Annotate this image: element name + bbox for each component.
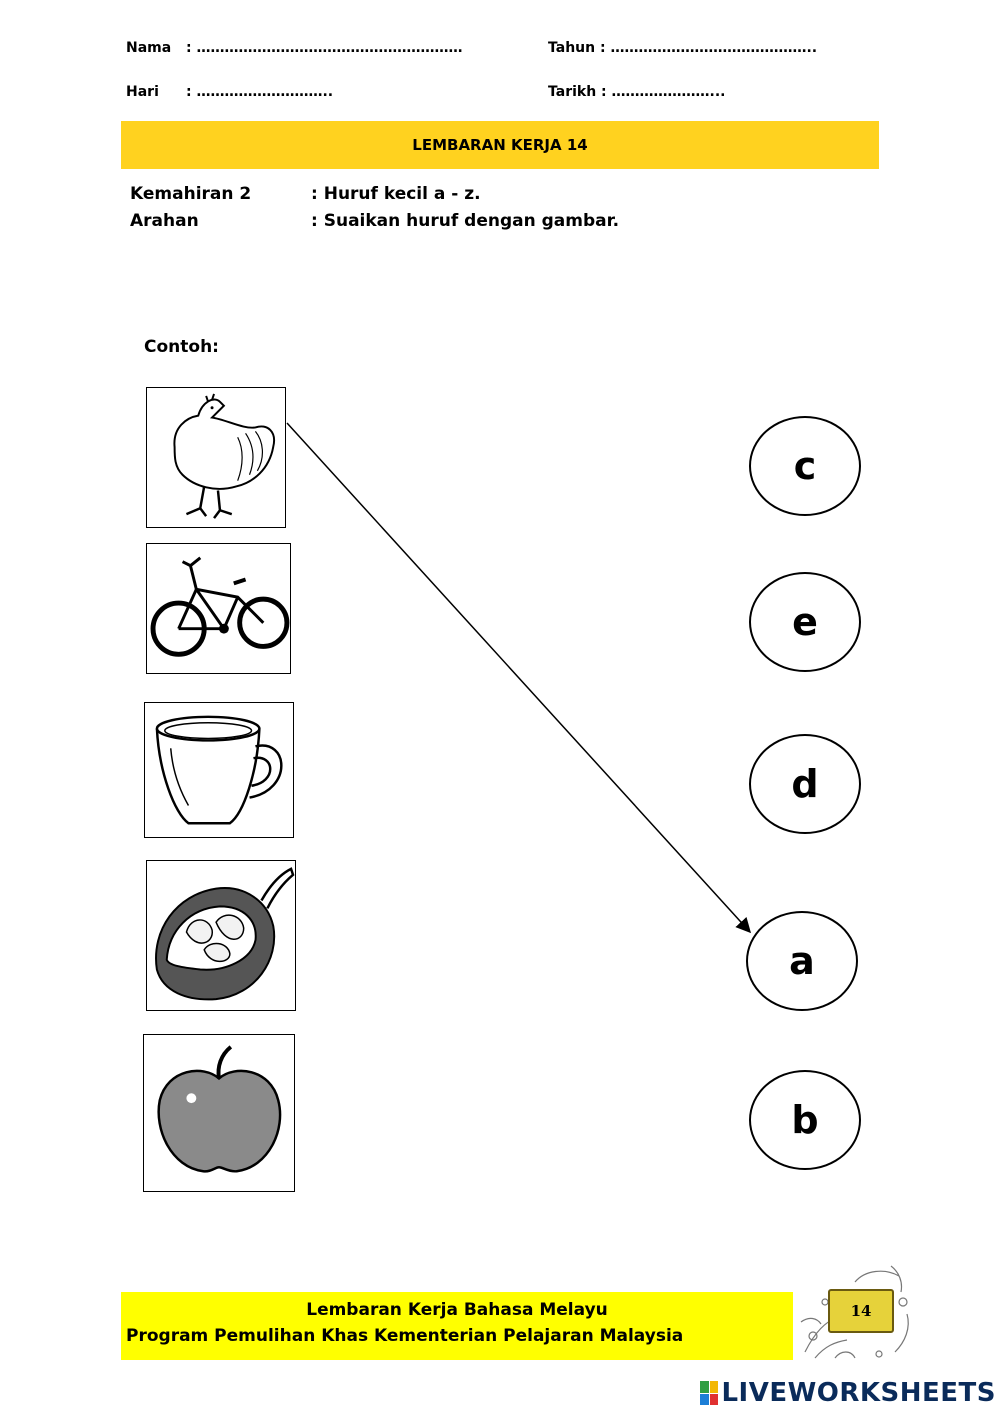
- letter-bubble-e[interactable]: e: [749, 572, 861, 672]
- direction-label: Arahan: [130, 211, 199, 231]
- letter-b: b: [791, 1098, 819, 1142]
- example-label: Contoh:: [144, 337, 219, 357]
- letter-d: d: [791, 762, 819, 806]
- footer-line-1: Lembaran Kerja Bahasa Melayu: [306, 1300, 608, 1320]
- letter-bubble-d[interactable]: d: [749, 734, 861, 834]
- picture-bicycle[interactable]: [146, 543, 291, 674]
- letter-bubble-b[interactable]: b: [749, 1070, 861, 1170]
- date-field[interactable]: Tarikh : …………………...: [548, 84, 726, 100]
- liveworksheets-logo[interactable]: LIVEWORKSHEETS: [700, 1378, 996, 1408]
- skill-value: : Huruf kecil a - z.: [311, 184, 481, 204]
- liveworksheets-logo-icon: [700, 1381, 719, 1405]
- page-number-badge: 14: [828, 1289, 894, 1333]
- name-field-line[interactable]: : …………………………………………………: [186, 40, 463, 56]
- skill-label: Kemahiran 2: [130, 184, 252, 204]
- year-field[interactable]: Tahun : ……………………………………..: [548, 40, 818, 56]
- picture-cup[interactable]: [144, 702, 294, 838]
- durian-icon: [155, 867, 295, 1001]
- chicken-icon: [173, 393, 276, 519]
- floral-ornament-icon: [800, 1265, 909, 1359]
- worksheet-title: LEMBARAN KERJA 14: [412, 136, 588, 154]
- bicycle-icon: [150, 556, 290, 657]
- letter-bubble-a[interactable]: a: [746, 911, 858, 1011]
- footer-bar: Lembaran Kerja Bahasa Melayu Program Pem…: [121, 1292, 793, 1360]
- cup-icon: [155, 715, 283, 825]
- day-label: Hari: [126, 84, 159, 100]
- worksheet-title-bar: LEMBARAN KERJA 14: [121, 121, 879, 169]
- picture-apple[interactable]: [143, 1034, 295, 1192]
- name-label: Nama: [126, 40, 172, 56]
- page-number: 14: [850, 1302, 872, 1320]
- letter-a: a: [789, 939, 815, 983]
- letter-e: e: [792, 600, 818, 644]
- day-field-line[interactable]: : ………………………..: [186, 84, 334, 100]
- liveworksheets-logo-text: LIVEWORKSHEETS: [721, 1378, 996, 1408]
- picture-durian[interactable]: [146, 860, 296, 1011]
- letter-c: c: [793, 444, 817, 488]
- letter-bubble-c[interactable]: c: [749, 416, 861, 516]
- footer-line-2: Program Pemulihan Khas Kementerian Pelaj…: [126, 1326, 684, 1346]
- apple-icon: [157, 1045, 282, 1173]
- page-badge: 14: [795, 1262, 920, 1367]
- direction-value: : Suaikan huruf dengan gambar.: [311, 211, 620, 231]
- picture-chicken[interactable]: [146, 387, 286, 528]
